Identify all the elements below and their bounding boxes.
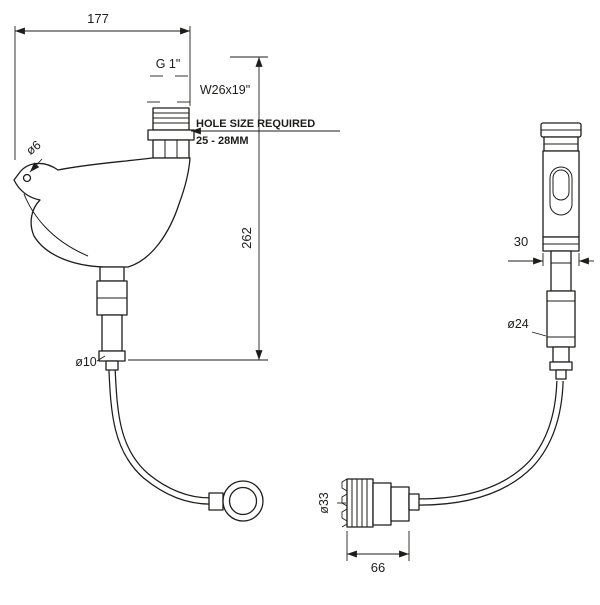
stem-collar (98, 350, 126, 362)
dia24-leader-line (531, 331, 547, 337)
coupling-stub (408, 493, 420, 511)
dia33-label: ø33 (317, 492, 331, 514)
left-fixture (13, 107, 195, 371)
ring-inner (228, 486, 258, 516)
dia10-label: ø10 (75, 355, 97, 369)
dia6-leader-line (29, 158, 43, 173)
left-hose (108, 368, 211, 505)
hole-note-line1: HOLE SIZE REQUIRED (196, 118, 315, 130)
handset-stem-collar (549, 361, 573, 371)
handset-body (542, 150, 580, 238)
left-hose-highlight (109, 368, 211, 504)
dim-66-label: 66 (371, 560, 385, 575)
dia10-leader-line (96, 355, 106, 362)
dim-177-label: 177 (87, 11, 109, 26)
hole-size-note: HOLE SIZE REQUIRED 25 - 28MM (191, 118, 340, 147)
dimension-262: 262 (128, 56, 268, 361)
dim-30-label: 30 (514, 234, 528, 249)
stem-tube (101, 314, 123, 352)
inlet-nut (152, 139, 190, 159)
right-hose (418, 380, 564, 506)
dimension-66: 66 (346, 531, 410, 575)
handset-tube (550, 250, 572, 292)
inlet-thread-stub (152, 107, 190, 131)
spout-body (13, 157, 191, 268)
handset-lower-body (546, 290, 576, 348)
handset-nipple (555, 369, 567, 380)
outlet-hole (22, 173, 32, 183)
hose-coupling (341, 478, 420, 528)
stem-neck (99, 266, 125, 282)
spout-body-inner-line (23, 193, 89, 257)
stem-nipple (105, 360, 119, 371)
coupling-body (372, 482, 392, 526)
coupling-teeth (341, 478, 348, 528)
handset-window-inner (552, 169, 570, 201)
coupling-nut (390, 486, 410, 522)
thread-g1-label: G 1" (156, 57, 181, 71)
dim-262-label: 262 (239, 227, 254, 249)
dimension-dia33: ø33 (317, 492, 346, 514)
thread-w26-label: W26x19" (200, 83, 250, 97)
coupling-knurl (346, 478, 374, 528)
dimension-dia10: ø10 (75, 355, 106, 369)
handset-window (549, 166, 573, 216)
inlet-flange (147, 129, 195, 141)
dimension-177: 177 (14, 11, 191, 160)
hole-note-line2: 25 - 28MM (196, 135, 249, 147)
dimension-dia24: ø24 (507, 317, 547, 337)
supply-hoses (108, 368, 564, 506)
dia6-label: ø6 (23, 138, 43, 158)
right-fixture (540, 122, 582, 380)
handset-stem (552, 346, 570, 363)
ring-stub (208, 492, 224, 511)
hose-ring-fitting (208, 480, 264, 522)
dimension-30: 30 (508, 234, 594, 266)
dia24-label: ø24 (507, 317, 529, 331)
thread-callouts: G 1" W26x19" (147, 57, 250, 103)
right-hose-highlight (418, 380, 563, 505)
